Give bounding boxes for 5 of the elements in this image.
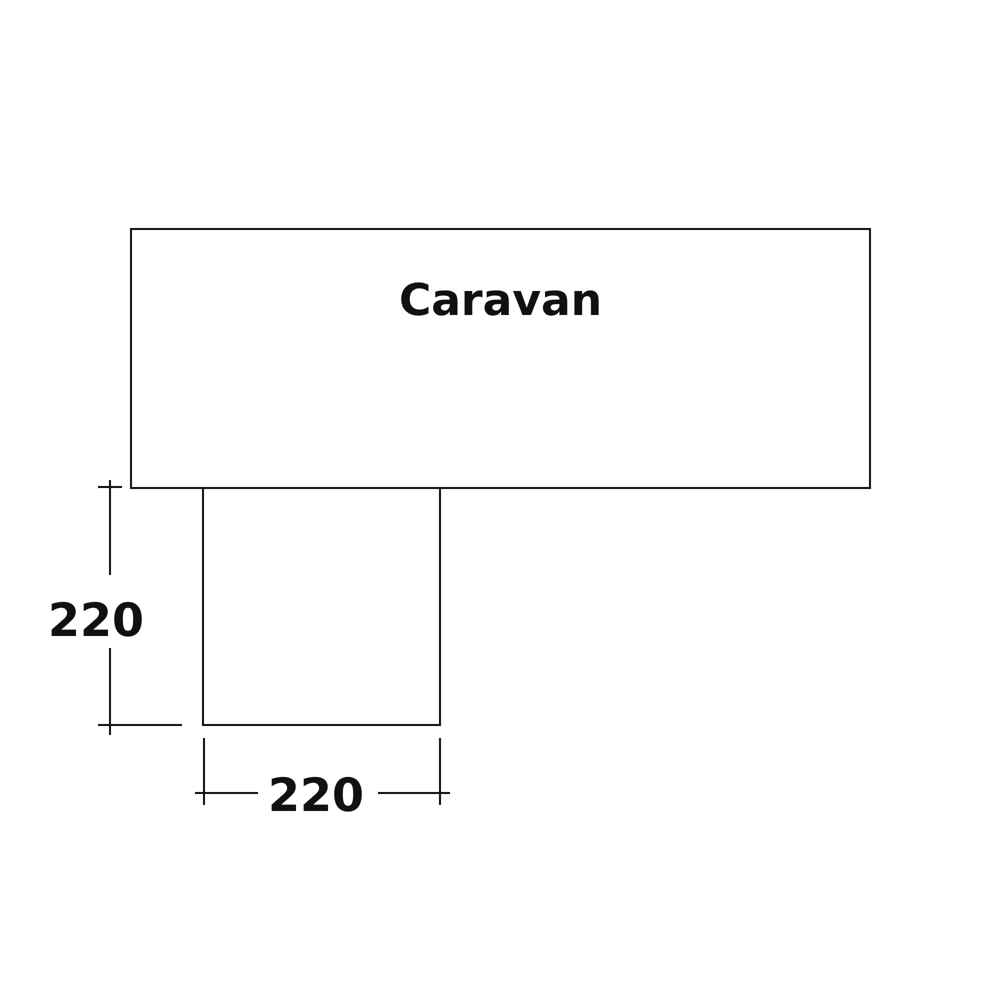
caravan-outline (130, 228, 871, 489)
area-label: Caravan (398, 275, 604, 326)
dimension-label: 220 (268, 772, 364, 818)
awning-footprint (202, 487, 441, 726)
dimension-label: 220 (48, 597, 144, 643)
